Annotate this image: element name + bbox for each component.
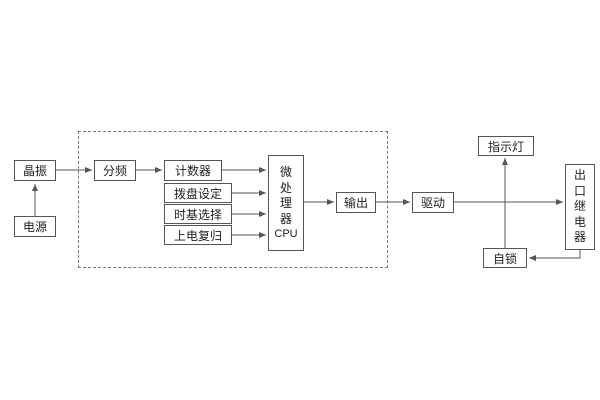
cpu-label: CPU — [274, 227, 298, 240]
power-label: 电源 — [22, 220, 47, 234]
microprocessor-cpu-box: 微处理器 CPU — [268, 155, 304, 251]
output-label: 输出 — [343, 196, 368, 210]
power-box: 电源 — [14, 216, 56, 237]
poweron-reset-box: 上电复归 — [164, 225, 232, 245]
crystal-oscillator-label: 晶振 — [22, 164, 47, 178]
exit-relay-label: 出口继电器 — [573, 168, 586, 245]
frequency-divider-label: 分频 — [102, 164, 127, 178]
frequency-divider-box: 分频 — [94, 160, 136, 181]
output-box: 输出 — [336, 192, 376, 213]
counter-box: 计数器 — [164, 160, 222, 181]
dial-setting-label: 拨盘设定 — [173, 186, 222, 201]
wire-relay-selflock — [529, 250, 581, 261]
dashed-module-frame — [78, 131, 388, 268]
self-lock-box: 自锁 — [483, 248, 527, 268]
poweron-reset-label: 上电复归 — [173, 228, 222, 243]
drive-label: 驱动 — [420, 196, 445, 210]
crystal-oscillator-box: 晶振 — [14, 160, 56, 181]
counter-label: 计数器 — [174, 164, 211, 178]
self-lock-label: 自锁 — [492, 251, 517, 266]
exit-relay-box: 出口继电器 — [565, 164, 595, 250]
timebase-select-box: 时基选择 — [164, 204, 232, 224]
indicator-lamp-box: 指示灯 — [478, 136, 534, 156]
timebase-select-label: 时基选择 — [173, 207, 222, 222]
indicator-lamp-label: 指示灯 — [487, 139, 524, 154]
microprocessor-label: 微处理器 — [279, 165, 292, 226]
drive-box: 驱动 — [412, 192, 454, 213]
dial-setting-box: 拨盘设定 — [164, 183, 232, 203]
